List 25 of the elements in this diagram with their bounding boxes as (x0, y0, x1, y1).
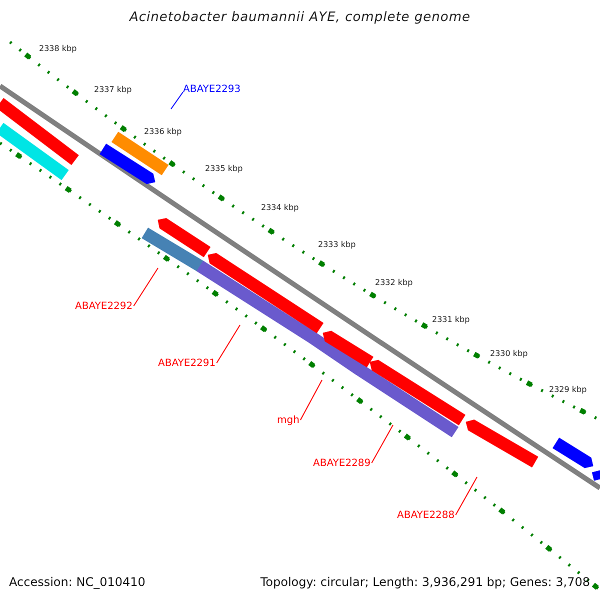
scale-label: 2334 kbp (261, 204, 299, 212)
title: Acinetobacter baumannii AYE, complete genome (128, 11, 472, 24)
leader-line (170, 92, 184, 110)
scale-label: 2337 kbp (94, 86, 132, 94)
leader-line (371, 424, 394, 464)
scale-label: 2336 kbp (144, 128, 182, 136)
gene-label: ABAYE2293 (183, 85, 241, 95)
accession-note: Accession: NC_010410 (9, 576, 146, 588)
gene-label: ABAYE2288 (397, 511, 455, 521)
gene-label: ABAYE2291 (158, 359, 216, 369)
scale-label: 2333 kbp (318, 241, 356, 249)
scale-label: 2329 kbp (549, 386, 587, 394)
scale-label: 2338 kbp (39, 45, 77, 53)
leader-line (216, 324, 240, 364)
gene-label: mgh (277, 416, 300, 426)
scale-label: 2330 kbp (490, 350, 528, 358)
leader-line (455, 476, 478, 516)
gene-label: ABAYE2289 (313, 459, 371, 469)
gene-label: ABAYE2292 (75, 302, 133, 312)
scale-label: 2331 kbp (432, 316, 470, 324)
genome-summary: Topology: circular; Length: 3,936,291 bp; Genes: 3,708 (260, 576, 590, 588)
scale-label: 2335 kbp (205, 165, 243, 173)
leader-line (300, 380, 322, 420)
scale-label: 2332 kbp (375, 279, 413, 287)
leader-line (133, 268, 158, 306)
